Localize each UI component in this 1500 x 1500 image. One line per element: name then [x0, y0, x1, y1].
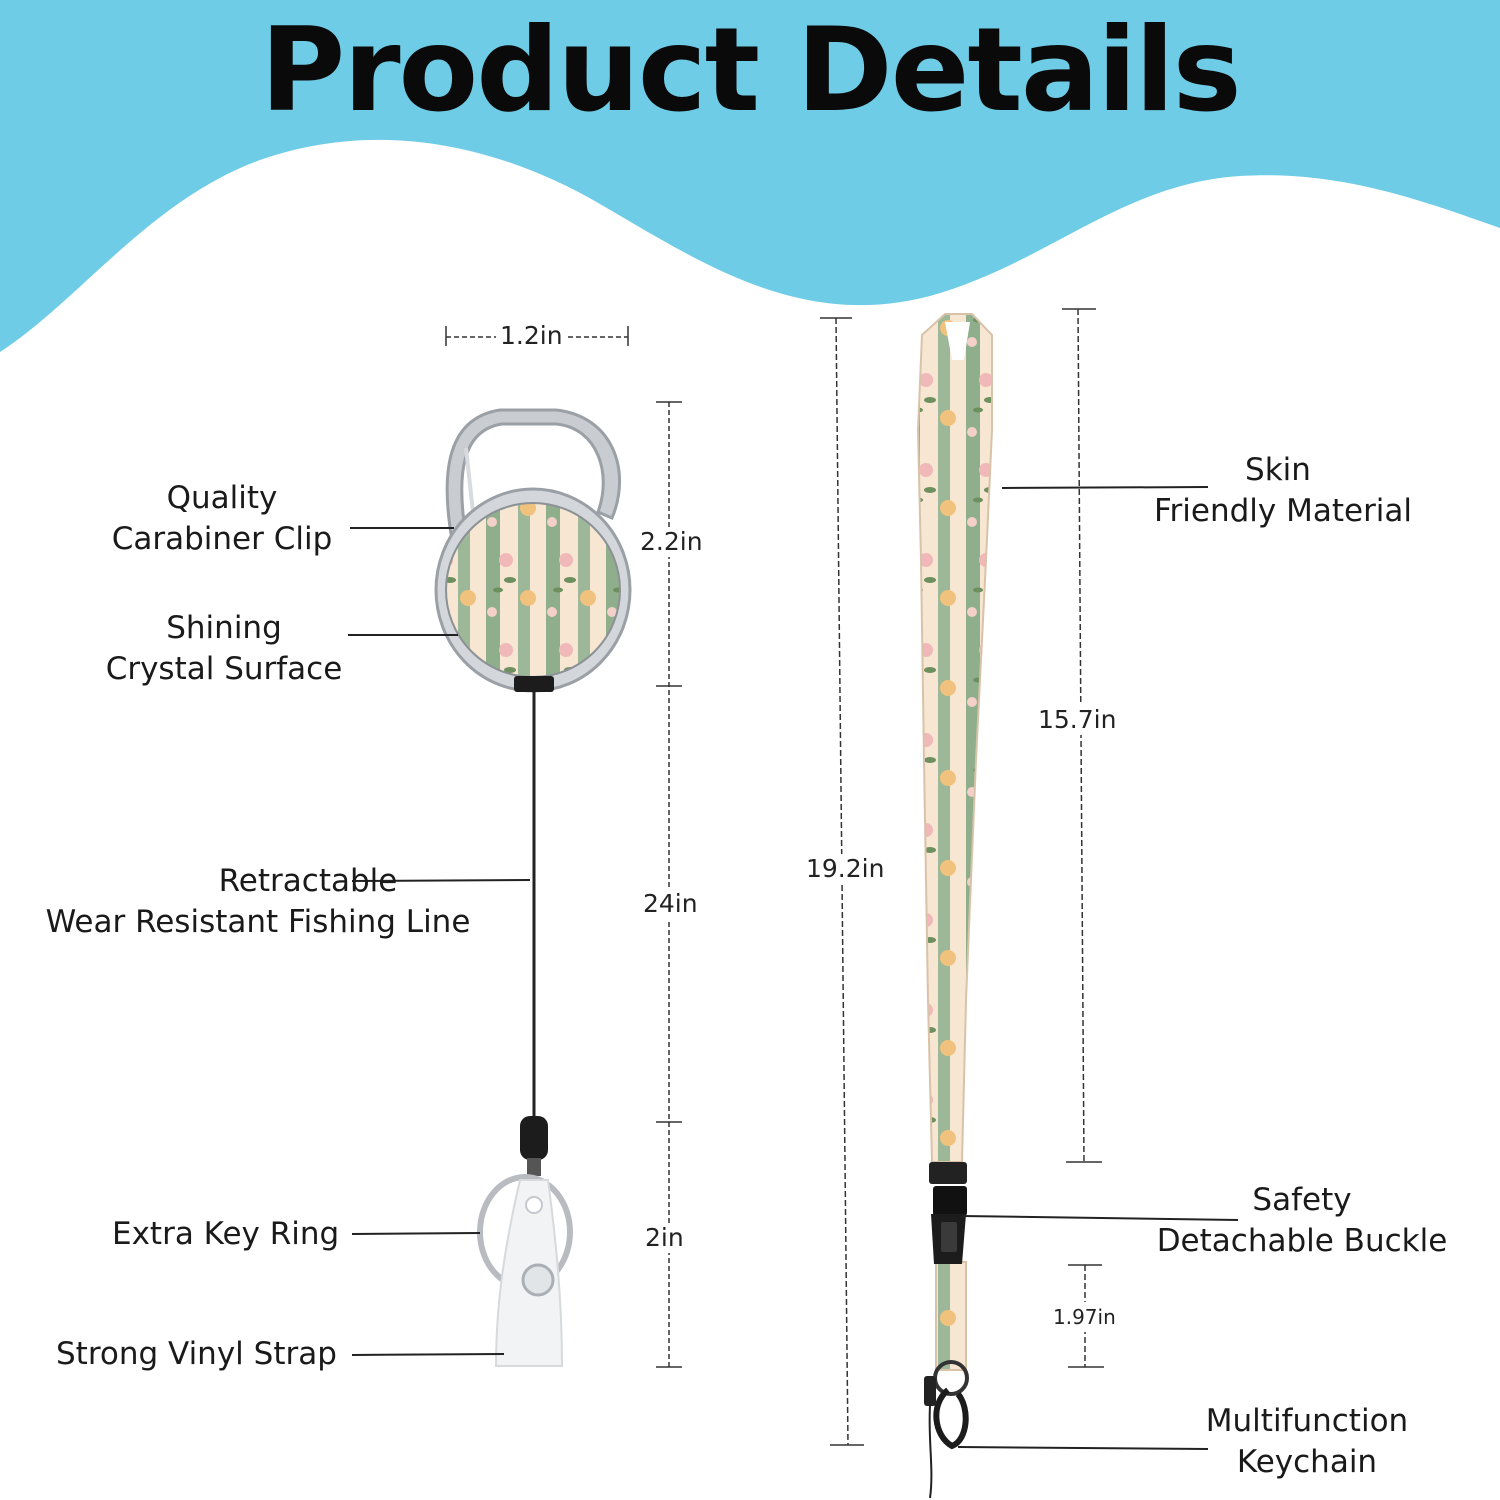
cord-stopper-icon	[520, 1116, 548, 1176]
reel-leader-lines	[348, 527, 531, 1356]
lanyard-loop-dimension	[1062, 308, 1102, 1163]
header-banner	[0, 0, 1500, 352]
lanyard-leader-lines	[957, 486, 1239, 1450]
buckle-icon	[929, 1162, 967, 1264]
vinyl-strap-icon	[494, 1179, 564, 1367]
dim-strap: 2in	[643, 1223, 686, 1253]
reel-height-dimension	[656, 401, 682, 1368]
dim-lanyard-loop: 15.7in	[1036, 705, 1119, 735]
label-key-ring: Extra Key Ring	[112, 1216, 340, 1252]
dim-lanyard-tail: 1.97in	[1051, 1302, 1118, 1332]
lanyard-icon	[916, 313, 993, 1371]
dim-cord: 24in	[641, 889, 700, 919]
badge-reel-icon	[434, 487, 632, 693]
page-title: Product Details	[260, 3, 1241, 138]
dim-lanyard-total: 19.2in	[804, 854, 887, 884]
lobster-clasp-icon	[924, 1360, 969, 1499]
dim-reel-height: 2.2in	[638, 527, 705, 557]
reel-width-dimension	[445, 326, 629, 346]
dim-reel-width: 1.2in	[498, 321, 565, 351]
label-vinyl-strap: Strong Vinyl Strap	[56, 1336, 337, 1372]
